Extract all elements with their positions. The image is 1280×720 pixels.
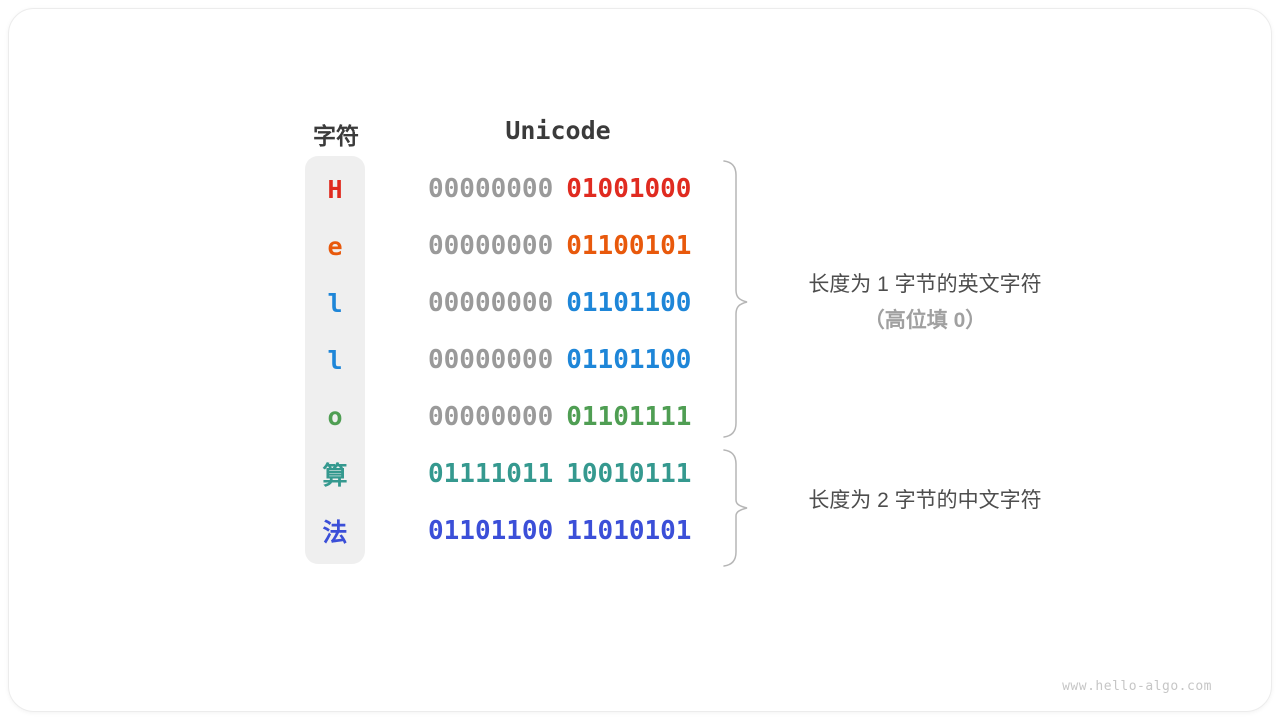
byte-value: 01101111 [566, 401, 692, 432]
site-watermark: www.hello-algo.com [1062, 679, 1212, 694]
unicode-bytes-row: 01101100 11010101 [428, 502, 698, 559]
unicode-bytes-row: 00000000 01101100 [428, 332, 698, 389]
annotation-english-chars: 长度为 1 字节的英文字符 （高位填 0） [765, 267, 1085, 339]
byte-value: 01001000 [566, 174, 692, 205]
byte-value: 01101100 [566, 288, 692, 319]
annotation-line: 长度为 1 字节的英文字符 [808, 273, 1042, 296]
column-header-unicode: Unicode [505, 116, 611, 145]
character-cell: l [327, 288, 343, 318]
character-cell: e [327, 231, 343, 261]
group-braces [723, 160, 748, 567]
character-cell: 法 [322, 517, 348, 547]
byte-value: 00000000 [428, 288, 554, 319]
byte-value: 01100101 [566, 231, 692, 262]
byte-value: 00000000 [428, 345, 554, 375]
brace-chinese-chars [723, 449, 748, 567]
brace-english-chars [723, 160, 748, 438]
character-cell: H [327, 174, 343, 204]
byte-value: 00000000 [428, 174, 554, 205]
byte-value: 00000000 [428, 231, 554, 262]
byte-value: 00000000 [428, 401, 554, 432]
character-cell: o [327, 402, 343, 432]
unicode-bytes-row: 00000000 01001000 [428, 161, 698, 218]
byte-value: 11010101 [566, 515, 692, 546]
column-header-char: 字符 [313, 123, 359, 149]
annotation-line-muted: （高位填 0） [863, 309, 987, 332]
byte-value: 10010111 [566, 458, 692, 489]
byte-value: 01101100 [566, 345, 692, 375]
character-cell: 算 [322, 460, 348, 490]
unicode-bytes-row: 00000000 01100101 [428, 218, 698, 275]
byte-value: 01111011 [428, 458, 554, 489]
character-cell: l [327, 345, 343, 375]
unicode-bytes-row: 00000000 01101100 [428, 275, 698, 332]
unicode-bytes-row: 00000000 01101111 [428, 388, 698, 445]
diagram-card [8, 8, 1272, 712]
byte-value: 01101100 [428, 515, 554, 546]
annotation-line: 长度为 2 字节的中文字符 [808, 489, 1042, 512]
unicode-bytes-row: 01111011 10010111 [428, 445, 698, 502]
annotation-chinese-chars: 长度为 2 字节的中文字符 [765, 483, 1085, 519]
